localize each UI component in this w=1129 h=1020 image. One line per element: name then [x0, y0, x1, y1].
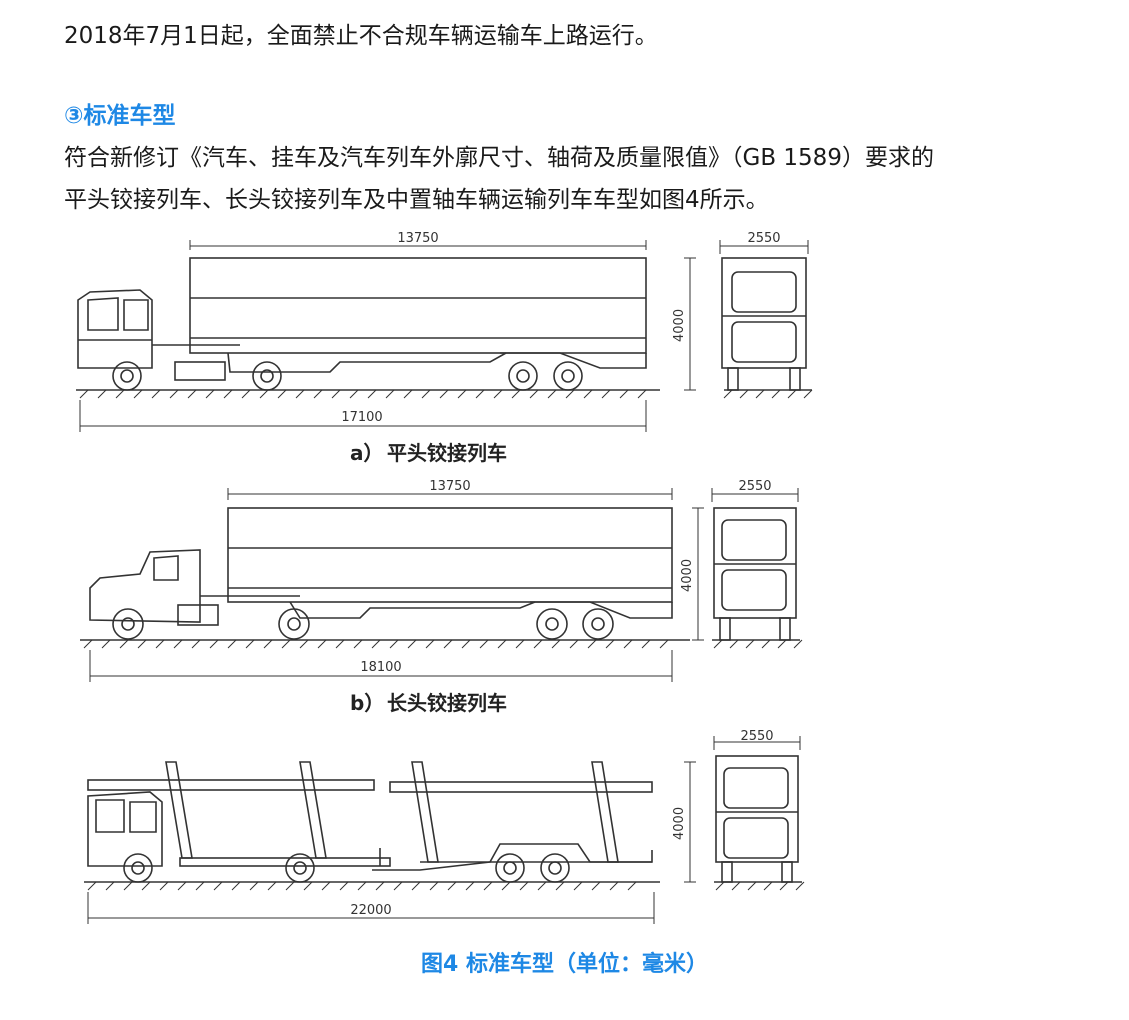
caption-panel-a-letter: a） — [350, 441, 384, 465]
caption-panel-b-letter: b） — [350, 691, 384, 715]
section-heading: ③标准车型 — [64, 103, 176, 129]
dim-a-trailer-length: 13750 — [397, 231, 438, 246]
dim-c-total-length: 22000 — [350, 903, 391, 918]
panel-c-center-axle-car-transporter: 22000 4000 2550 — [84, 729, 805, 924]
caption-panel-a-label: 平头铰接列车 — [387, 441, 507, 465]
dim-a-total-length: 17100 — [341, 410, 382, 425]
paragraph-standard-intro: 符合新修订《汽车、挂车及汽车列车外廓尺寸、轴荷及质量限值》（GB 1589）要求… — [64, 145, 934, 171]
dim-c-width: 2550 — [740, 729, 773, 744]
dim-b-trailer-length: 13750 — [429, 479, 470, 494]
dim-a-height: 4000 — [672, 309, 687, 342]
caption-panel-b-label: 长头铰接列车 — [387, 691, 507, 715]
dim-c-height: 4000 — [672, 807, 687, 840]
figure-caption: 图4 标准车型（单位：毫米） — [421, 952, 708, 977]
dim-b-height: 4000 — [680, 559, 695, 592]
panel-a-cab-over-articulated: 13750 17100 4000 2550 a） 平头铰接列车 — [76, 231, 813, 465]
dim-a-width: 2550 — [747, 231, 780, 246]
paragraph-standard-models: 平头铰接列车、长头铰接列车及中置轴车辆运输列车车型如图4所示。 — [64, 187, 769, 213]
dim-b-width: 2550 — [738, 479, 771, 494]
panel-b-conventional-articulated: 13750 18100 4000 2550 b） 长头铰接列车 — [80, 479, 803, 715]
dim-b-total-length: 18100 — [360, 660, 401, 675]
paragraph-ban-notice: 2018年7月1日起，全面禁止不合规车辆运输车上路运行。 — [64, 23, 658, 49]
